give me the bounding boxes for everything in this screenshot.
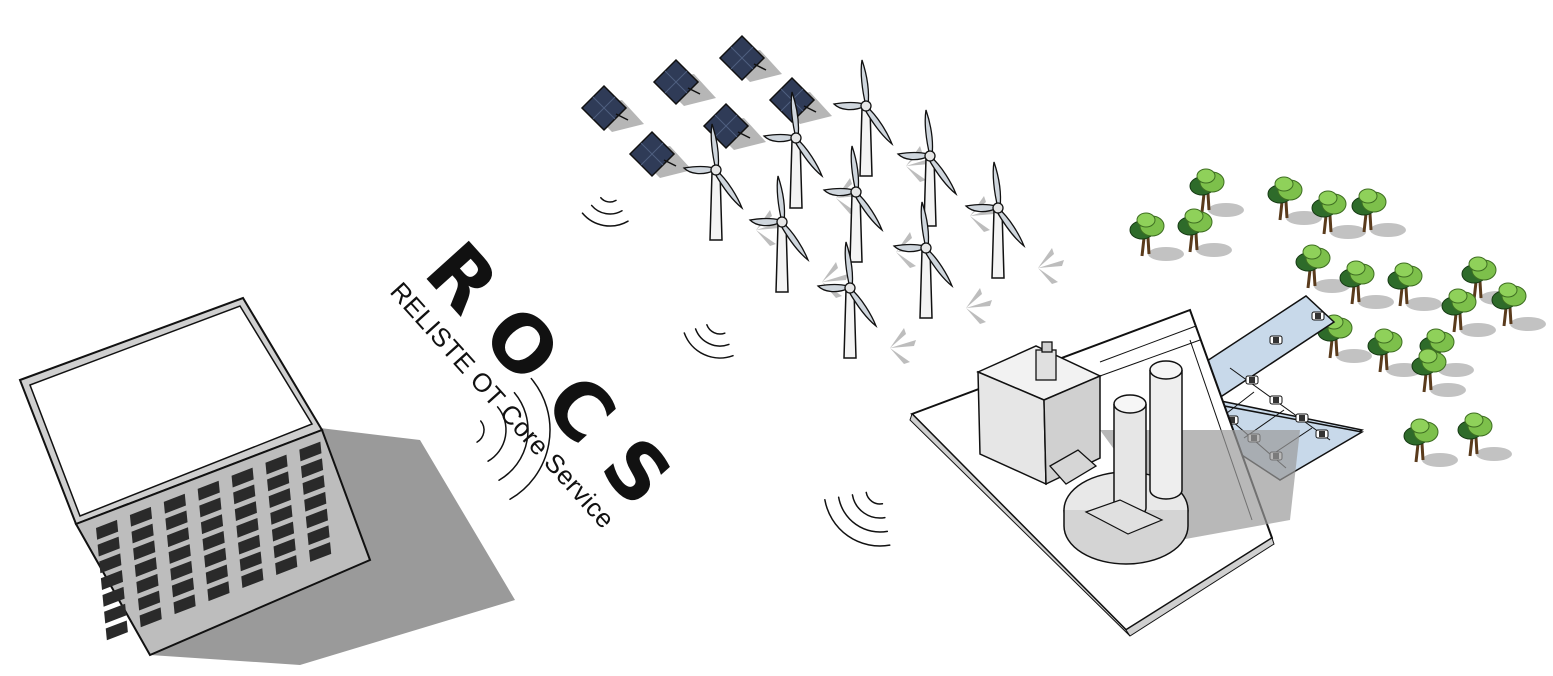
- keyboard-key: [268, 488, 291, 508]
- wind-turbine-icon: [833, 59, 933, 183]
- keyboard-key: [241, 568, 264, 589]
- keyboard-key: [238, 534, 261, 555]
- wind-farm: [683, 59, 1065, 365]
- keyboard-key: [271, 521, 295, 542]
- solar-panel-icon: [719, 35, 783, 83]
- signal-arc: [487, 406, 507, 462]
- keyboard-key: [273, 538, 296, 559]
- tree-icon: [1490, 281, 1548, 333]
- signal-arc: [498, 391, 529, 481]
- signal-arc: [509, 377, 551, 501]
- wireless-signal-icon: [476, 196, 891, 547]
- wind-turbine-icon: [817, 241, 917, 365]
- solar-panel-icon: [581, 85, 645, 133]
- keyboard-key: [304, 491, 327, 512]
- signal-arc: [600, 196, 617, 203]
- signal-arc: [851, 494, 886, 519]
- keyboard-key: [105, 620, 128, 641]
- keyboard-key: [102, 586, 125, 607]
- keyboard-key: [167, 527, 190, 548]
- signal-arc: [824, 498, 891, 547]
- keyboard-key: [199, 497, 222, 518]
- signal-arc: [694, 328, 730, 347]
- keyboard-key: [99, 553, 122, 574]
- keyboard-key: [129, 506, 153, 527]
- power-plant-icon: [909, 308, 1300, 637]
- tree-icon: [1338, 259, 1396, 311]
- keyboard-key: [134, 557, 157, 577]
- keyboard-key: [275, 555, 298, 575]
- signal-arc: [865, 491, 884, 505]
- keyboard-key: [137, 590, 161, 611]
- tree-icon: [1128, 211, 1186, 263]
- keyboard-key: [205, 564, 228, 585]
- solar-panel-icon: [629, 131, 693, 179]
- laptop-icon: [18, 296, 515, 665]
- keyboard-key: [170, 560, 193, 581]
- signal-arc: [837, 496, 889, 533]
- keyboard-key: [267, 471, 290, 492]
- keyboard-key: [131, 523, 154, 544]
- keyboard-key: [197, 480, 220, 501]
- tree-icon: [1456, 411, 1514, 463]
- keyboard-key: [204, 547, 227, 568]
- wind-turbine-icon: [965, 161, 1065, 285]
- keyboard-key: [136, 573, 159, 594]
- keyboard-key: [305, 508, 328, 529]
- signal-arc: [581, 212, 629, 227]
- keyboard-key: [309, 542, 332, 562]
- signal-arc: [476, 420, 485, 443]
- keyboard-key: [100, 570, 124, 590]
- keyboard-key: [236, 517, 259, 538]
- keyboard-key: [168, 544, 191, 564]
- tree-icon: [1294, 243, 1352, 295]
- keyboard-key: [104, 603, 127, 624]
- keyboard-key: [96, 519, 119, 540]
- keyboard-key: [200, 514, 224, 535]
- keyboard-key: [265, 454, 288, 475]
- keyboard-key: [163, 493, 186, 514]
- keyboard-key: [171, 577, 195, 598]
- keyboard-key: [231, 467, 254, 488]
- solar-panel-icon: [653, 59, 717, 107]
- keyboard-key: [133, 540, 156, 561]
- keyboard-key: [173, 594, 196, 615]
- keyboard-key: [300, 458, 324, 479]
- keyboard-key: [299, 441, 322, 462]
- tree-icon: [1266, 175, 1324, 227]
- tree-icon: [1386, 261, 1444, 313]
- keyboard-key: [307, 525, 330, 546]
- keyboard-key: [139, 607, 162, 628]
- keyboard-key: [165, 510, 188, 531]
- keyboard-key: [234, 501, 257, 522]
- keyboard-key: [233, 484, 256, 505]
- keyboard-key: [302, 475, 325, 495]
- solar-panel-icon: [769, 77, 833, 125]
- keyboard-key: [97, 536, 120, 557]
- keyboard-key: [207, 581, 230, 602]
- signal-arc: [706, 324, 726, 335]
- keyboard-key: [239, 551, 262, 572]
- signal-arc: [683, 332, 734, 359]
- signal-arc: [590, 204, 623, 215]
- keyboard-key: [270, 504, 293, 525]
- laptop-keyboard: [96, 441, 332, 641]
- keyboard-key: [202, 531, 225, 551]
- tree-icon: [1402, 417, 1460, 469]
